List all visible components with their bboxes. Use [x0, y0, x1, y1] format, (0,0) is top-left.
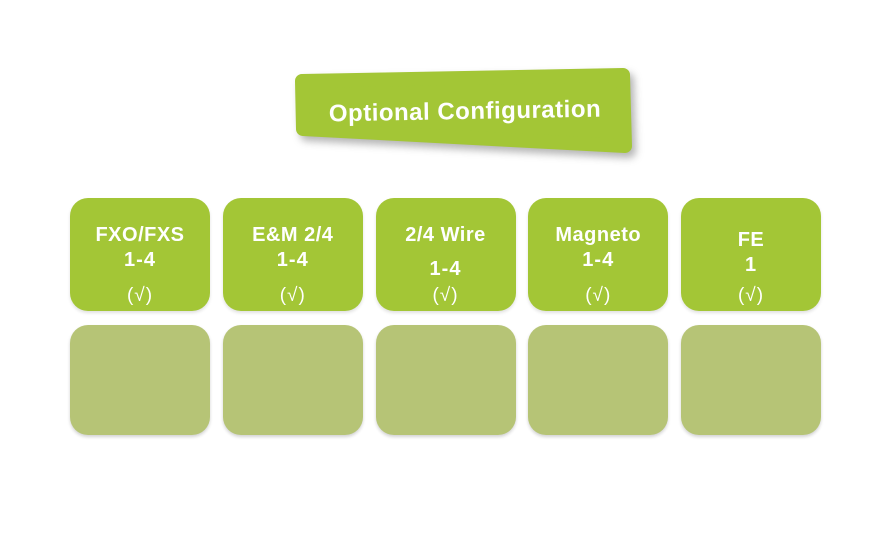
empty-slot-card [222, 325, 363, 435]
module-column-fxo-fxs: FXO/FXS 1-4 (√) [70, 198, 210, 435]
module-card-em-24: E&M 2/4 1-4 (√) [222, 198, 363, 311]
module-name: 2/4 Wire [405, 224, 486, 246]
module-card-fe: FE 1 (√) [681, 198, 821, 311]
module-columns: FXO/FXS 1-4 (√) E&M 2/4 1-4 (√) 2/4 Wire… [70, 198, 821, 435]
optional-configuration-banner: Optional Configuration [285, 56, 645, 166]
module-check-mark: (√) [585, 285, 612, 306]
module-range: 1-4 [582, 249, 615, 271]
module-check-mark: (√) [737, 285, 765, 306]
empty-slot-card [528, 325, 669, 435]
empty-slot-card [681, 325, 821, 435]
module-column-24-wire: 2/4 Wire 1-4 (√) [375, 198, 516, 435]
module-name: Magneto [555, 224, 642, 246]
module-name: FE [737, 229, 765, 251]
module-check-mark: (√) [279, 285, 306, 306]
module-column-em-24: E&M 2/4 1-4 (√) [222, 198, 363, 435]
module-range: 1-4 [124, 249, 156, 271]
module-card-fxo-fxs: FXO/FXS 1-4 (√) [70, 198, 210, 311]
banner-shape-svg [295, 68, 632, 153]
banner-title: Optional Configuration [328, 95, 602, 128]
module-name: FXO/FXS [95, 224, 185, 246]
module-card-24-wire: 2/4 Wire 1-4 (√) [375, 198, 516, 311]
module-range: 1-4 [276, 249, 309, 271]
empty-slot-card [70, 325, 210, 435]
module-check-mark: (√) [432, 285, 459, 306]
module-column-magneto: Magneto 1-4 (√) [528, 198, 669, 435]
module-check-mark: (√) [126, 285, 154, 306]
empty-slot-card [375, 325, 516, 435]
module-card-magneto: Magneto 1-4 (√) [528, 198, 669, 311]
module-range: 1-4 [429, 258, 462, 280]
module-range: 1 [744, 254, 758, 276]
module-name: E&M 2/4 [252, 224, 334, 246]
module-column-fe: FE 1 (√) [681, 198, 821, 435]
